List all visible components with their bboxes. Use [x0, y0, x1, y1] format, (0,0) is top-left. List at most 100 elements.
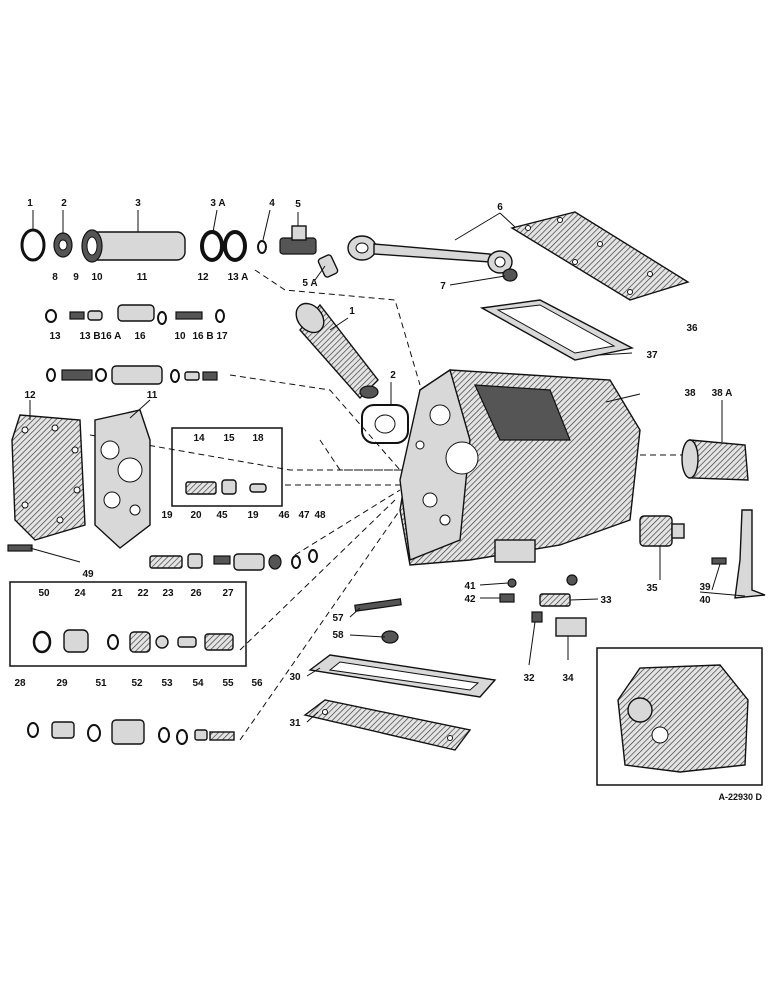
callout-32: 30: [289, 672, 301, 683]
part-41-bolt: [711, 557, 727, 565]
part-15-gasket: [94, 409, 151, 549]
callout-8: 6: [497, 202, 503, 213]
parts-box-21-29: [9, 581, 247, 667]
callout-23: 21: [111, 588, 123, 599]
callout-33: 31: [289, 718, 301, 729]
callout-10b: 16 A: [101, 331, 122, 342]
callout-11b: 17: [216, 331, 228, 342]
part-39-main-housing: [399, 368, 641, 566]
callout-16b: 16: [134, 331, 146, 342]
callout-38a: 37: [646, 350, 658, 361]
callout-49: 47: [298, 510, 310, 521]
callout-43: 41: [464, 581, 476, 592]
part-5a-washer: [257, 240, 267, 254]
callout-35: 33: [600, 595, 612, 606]
callout-56: 54: [192, 678, 204, 689]
callout-4: 3: [135, 198, 141, 209]
callout-24: 49: [82, 569, 94, 580]
callout-46: 45: [216, 510, 228, 521]
small-parts-lower-middle: [354, 574, 587, 644]
parts-row-45-50: [149, 549, 318, 571]
callout-28: 26: [190, 588, 202, 599]
callout-52: 29: [56, 678, 68, 689]
callout-54: 52: [131, 678, 143, 689]
callout-16: 13 B: [79, 331, 100, 342]
callout-31: 58: [332, 630, 344, 641]
parts-box-18-20: [171, 427, 283, 507]
callout-50: 48: [314, 510, 326, 521]
callout-10: 8: [52, 272, 58, 283]
callout-17: 10: [174, 331, 186, 342]
callout-34: 32: [523, 673, 535, 684]
part-5-bearing: [200, 230, 247, 262]
callout-53: 51: [95, 678, 107, 689]
part-4-sleeve: [81, 229, 186, 263]
left-small-parts: [45, 304, 225, 385]
callout-3a: 2: [61, 198, 67, 209]
part-8-connecting-rod: [347, 235, 513, 274]
callout-44: 42: [464, 594, 476, 605]
callout-11: 9: [73, 272, 79, 283]
callout-3: 1: [27, 198, 33, 209]
part-32-gasket: [308, 654, 497, 698]
part-14-end-plate: [11, 414, 86, 541]
callout-leaders: [29, 209, 746, 723]
part-33-bottom-cover: [303, 699, 472, 751]
callout-18: 14: [193, 433, 205, 444]
part-7-plug: [317, 254, 339, 278]
callout-37: 35: [646, 583, 658, 594]
part-42-bracket: [734, 509, 766, 599]
part-9-nut: [502, 268, 518, 282]
callout-51: 28: [14, 678, 26, 689]
callout-part-2: 2: [390, 370, 396, 381]
callout-13b: 13 A: [228, 272, 249, 283]
part-2-gasket: [361, 404, 409, 444]
callout-12b: 16 B: [192, 331, 213, 342]
callout-22: 24: [74, 588, 86, 599]
callout-45: 19: [161, 510, 173, 521]
callout-26: 22: [137, 588, 149, 599]
callout-38: 36: [686, 323, 698, 334]
callout-5: 3 A: [210, 198, 225, 209]
callout-20: 18: [252, 433, 264, 444]
callout-12: 10: [91, 272, 103, 283]
part-6-fitting: [279, 225, 317, 255]
callout-57: 55: [222, 678, 234, 689]
callout-14: 12: [24, 390, 36, 401]
callout-labels: 1 2 3 3 A 4 5 5 A 6 7 8 9 10 11 12 13 A …: [14, 198, 733, 729]
part-37-filter: [639, 515, 685, 547]
callout-19b: 20: [190, 510, 202, 521]
callout-36: 34: [562, 673, 574, 684]
callout-6: 5: [295, 199, 301, 210]
callout-42: 40: [699, 595, 711, 606]
assembly-leader-lines: [89, 269, 685, 741]
callout-30: 57: [332, 613, 344, 624]
callout-15: 11: [147, 390, 158, 401]
callout-16a: 13: [49, 331, 61, 342]
part-38-top-cover: [510, 211, 690, 301]
reference-code: A-22930 D: [718, 792, 762, 802]
callout-19: 15: [223, 433, 235, 444]
callout-13: 12: [197, 272, 209, 283]
inset-assembled-view: [596, 647, 763, 786]
callout-58: 56: [251, 678, 263, 689]
callout-41: 39: [699, 582, 711, 593]
part-3a-nut: [53, 232, 73, 258]
part-38a-gasket: [479, 299, 635, 361]
part-40-filter-element: [681, 439, 749, 481]
callout-5a: 4: [269, 198, 275, 209]
callout-40: 38 A: [712, 388, 733, 399]
callout-9: 7: [440, 281, 446, 292]
parts-row-51-58: [27, 719, 235, 745]
callout-48: 46: [278, 510, 290, 521]
part-1-filter: [295, 302, 379, 400]
callout-7: 5 A: [302, 278, 317, 289]
part-24-screw: [7, 544, 33, 552]
callout-13a: 11: [137, 272, 148, 283]
callout-39: 38: [684, 388, 696, 399]
callout-part-1: 1: [349, 306, 355, 317]
callout-21: 50: [38, 588, 50, 599]
callout-27: 23: [162, 588, 174, 599]
callout-29: 27: [222, 588, 234, 599]
